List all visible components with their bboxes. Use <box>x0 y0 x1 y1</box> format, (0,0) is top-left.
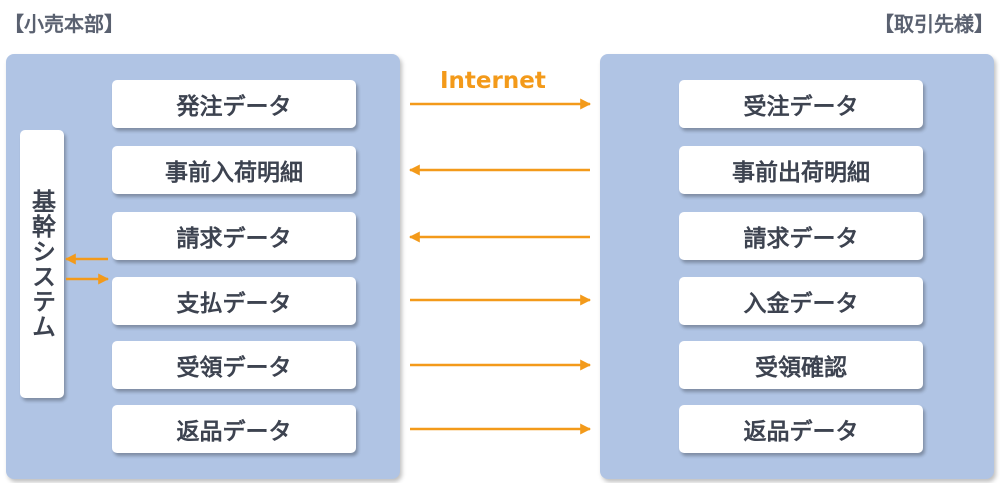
right-item-return-data: 返品データ <box>679 405 923 453</box>
left-item-invoice-data: 請求データ <box>112 212 356 260</box>
internet-label: Internet <box>440 68 546 94</box>
supplier-title: 【取引先様】 <box>874 12 994 36</box>
left-item-payment-data: 支払データ <box>112 277 356 325</box>
right-item-receipt-confirmation: 受領確認 <box>679 341 923 389</box>
core-system-label: 基幹システム <box>27 189 56 339</box>
left-item-receipt-data: 受領データ <box>112 341 356 389</box>
left-item-order-data: 発注データ <box>112 80 356 128</box>
core-system-box: 基幹システム <box>20 130 64 398</box>
right-item-invoice-data: 請求データ <box>679 212 923 260</box>
retail-hq-title: 【小売本部】 <box>4 12 124 36</box>
right-item-advance-shipping-details: 事前出荷明細 <box>679 146 923 194</box>
left-item-return-data: 返品データ <box>112 405 356 453</box>
left-item-advance-receipt-details: 事前入荷明細 <box>112 146 356 194</box>
right-item-order-received-data: 受注データ <box>679 80 923 128</box>
right-item-deposit-data: 入金データ <box>679 277 923 325</box>
